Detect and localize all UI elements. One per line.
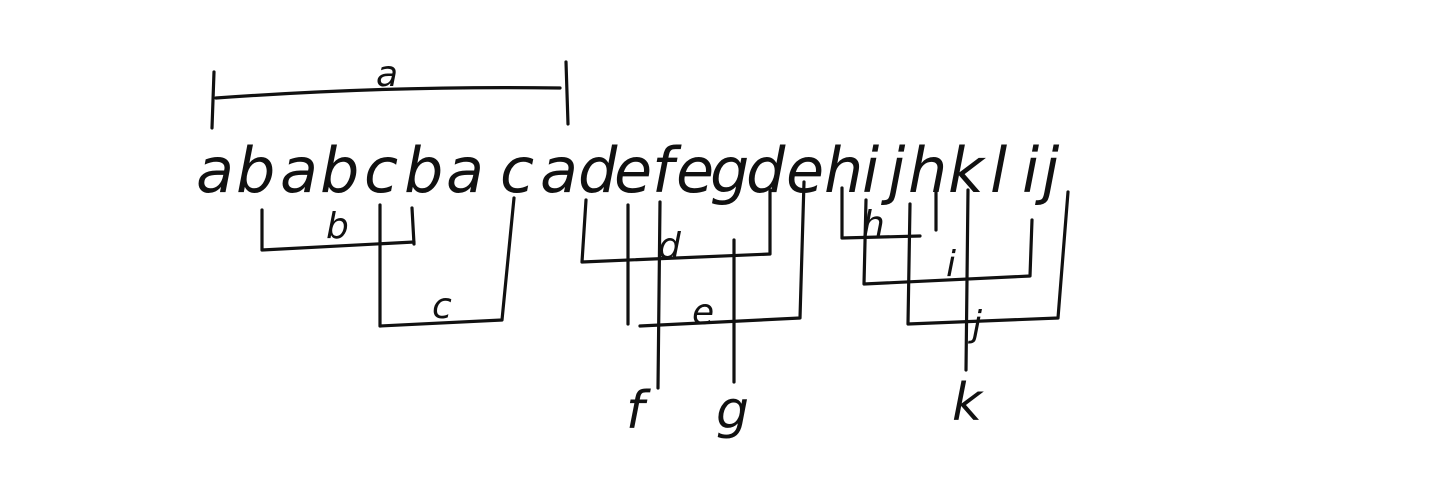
bracket-h-line [840, 186, 938, 240]
seq-char-22: i [1022, 134, 1039, 207]
bracket-i-label: i [946, 244, 956, 285]
seq-char-16: h [824, 134, 863, 207]
seq-char-19: h [908, 134, 947, 207]
bracket-b-line [260, 206, 416, 252]
bracket-a-label: a [376, 54, 398, 95]
bracket-c: c [378, 196, 516, 328]
leaf-f-line [656, 200, 662, 390]
bracket-h-label: h [862, 204, 885, 245]
leaf-f: f [626, 200, 662, 441]
seq-char-1: b [236, 134, 275, 207]
seq-char-21: l [990, 134, 1007, 207]
seq-char-3: b [320, 134, 359, 207]
seq-char-12: e [676, 134, 714, 207]
bracket-d-line [580, 188, 772, 264]
seq-char-18: j [881, 134, 906, 207]
bracket-j-label: j [967, 304, 982, 345]
seq-char-10: e [614, 134, 652, 207]
character-sequence: a b a b c b a c a d e f e g d e h i j h … [196, 134, 1060, 207]
leaf-k-line [964, 188, 970, 372]
bracket-c-line [378, 196, 516, 328]
seq-char-17: i [862, 134, 879, 207]
bracket-j-line [906, 190, 1070, 326]
bracket-e-label: e [692, 292, 714, 333]
bracket-i-line [862, 198, 1034, 286]
seq-char-13: g [710, 134, 749, 207]
leaf-g: g [716, 238, 749, 441]
bracket-e-line [626, 180, 806, 328]
leaf-k: k [952, 188, 984, 433]
seq-char-9: d [578, 134, 618, 207]
bracket-h: h [840, 186, 938, 245]
bracket-c-label: c [432, 286, 452, 327]
leaf-g-label: g [716, 381, 749, 441]
seq-char-14: d [746, 134, 786, 207]
seq-char-7: c [500, 134, 534, 207]
bracket-b: b [260, 206, 416, 252]
seq-char-6: a [446, 134, 484, 207]
bracket-b-label: b [326, 206, 349, 247]
leaf-k-label: k [952, 373, 984, 433]
bracket-a: a [210, 54, 570, 130]
seq-char-0: a [196, 134, 234, 207]
seq-char-2: a [280, 134, 318, 207]
leaf-f-label: f [626, 381, 651, 441]
bracket-d: d [580, 188, 772, 267]
bracket-d-label: d [658, 226, 682, 267]
bracket-e: e [626, 180, 806, 333]
bracket-i: i [862, 198, 1034, 286]
seq-char-5: b [404, 134, 443, 207]
bracket-a-line [210, 60, 570, 130]
seq-char-8: a [540, 134, 578, 207]
bracket-j: j [906, 190, 1070, 345]
seq-char-4: c [364, 134, 398, 207]
